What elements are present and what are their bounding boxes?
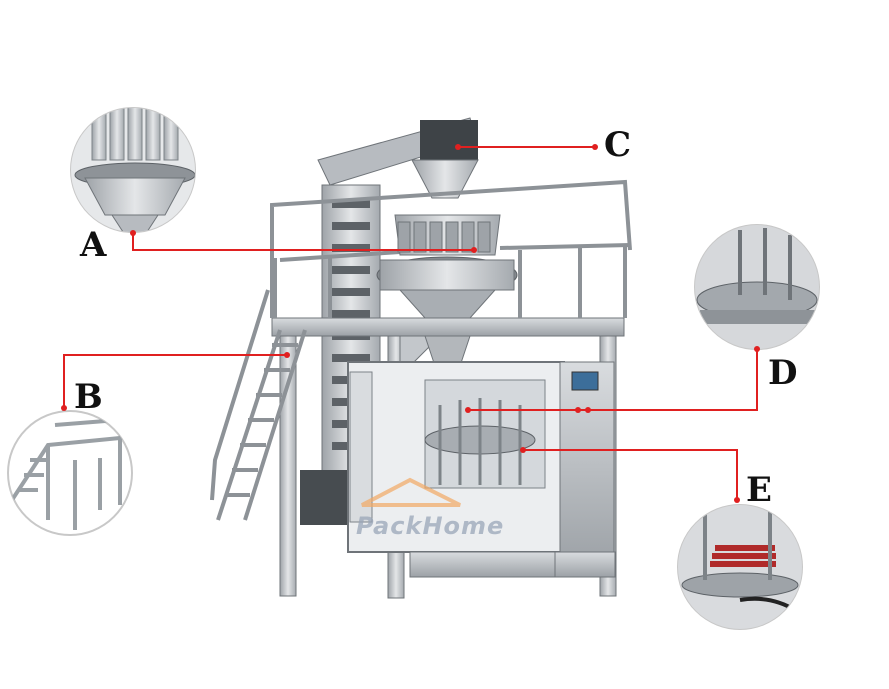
- packing-machine: [210, 117, 632, 599]
- detail-a: [70, 107, 196, 233]
- callout-label-c: C: [604, 125, 632, 165]
- leader-d: [468, 349, 758, 411]
- leader-a: [132, 233, 474, 251]
- bucket-elevator: [300, 117, 479, 525]
- detail-b: [7, 410, 133, 536]
- leader-dots: [61, 144, 760, 503]
- leader-b: [63, 354, 287, 408]
- callout-label-e: E: [746, 470, 772, 510]
- leader-lines: [63, 146, 758, 500]
- callout-label-d: D: [768, 353, 798, 393]
- callout-label-b: B: [74, 377, 103, 417]
- detail-d: [694, 224, 820, 350]
- leader-e: [523, 449, 738, 500]
- rotary-packer: [347, 361, 616, 578]
- callout-label-a: A: [80, 225, 107, 265]
- watermark-logo: [361, 477, 461, 507]
- watermark-text: PackHome: [356, 512, 505, 540]
- detail-e: [677, 504, 803, 630]
